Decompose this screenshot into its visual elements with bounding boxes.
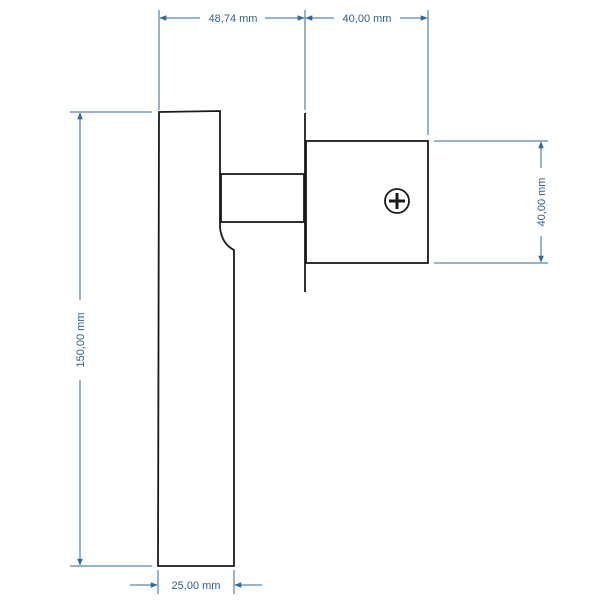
dimension-handle-length bbox=[70, 111, 152, 567]
dimension-label-handle-offset: 48,74 mm bbox=[209, 13, 258, 25]
dimension-label-rose-height: 40,00 mm bbox=[536, 178, 548, 227]
dimension-label-rose-width: 40,00 mm bbox=[343, 13, 392, 25]
dimension-handle-offset bbox=[158, 10, 306, 110]
plus-screw-icon bbox=[384, 188, 410, 214]
dimension-rose-width bbox=[305, 10, 429, 135]
dimension-handle-thickness bbox=[130, 570, 262, 594]
dimension-label-handle-thickness: 25,00 mm bbox=[172, 580, 221, 592]
dimension-rose-height bbox=[434, 140, 548, 264]
dimension-label-handle-length: 150,00 mm bbox=[75, 312, 87, 367]
handle-neck bbox=[220, 173, 305, 223]
square-rose bbox=[305, 140, 429, 264]
handle-lever bbox=[157, 110, 235, 567]
